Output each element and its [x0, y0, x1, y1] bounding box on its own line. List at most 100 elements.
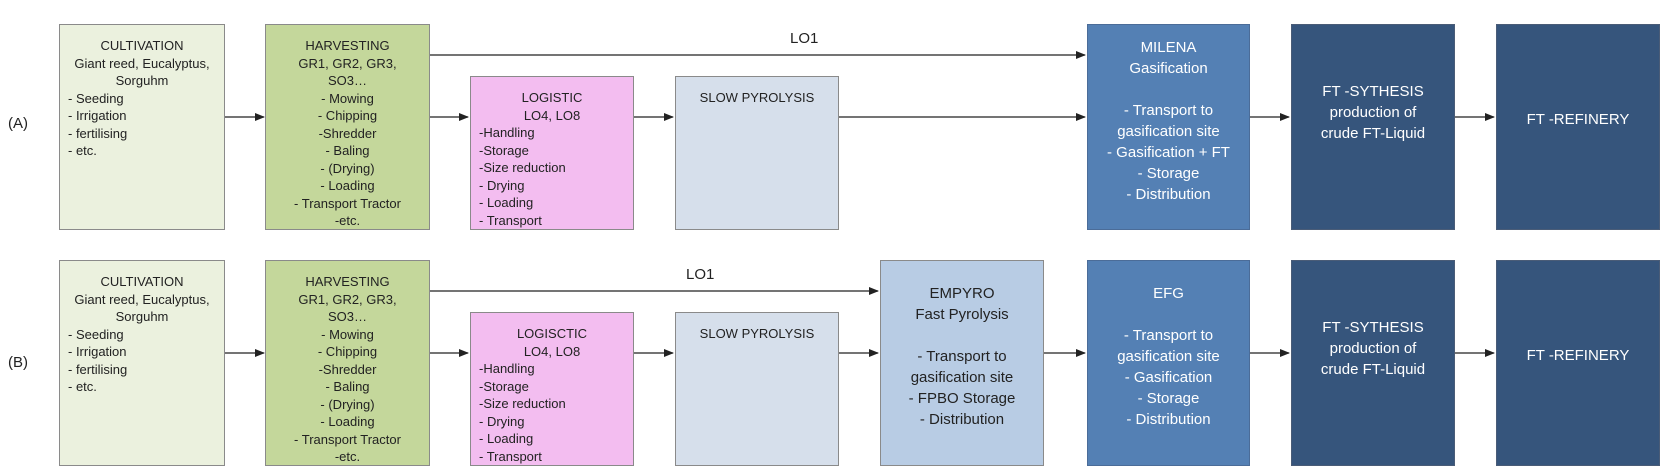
logistic-item: -Size reduction — [479, 396, 566, 411]
logistic-title: LOGISTIC — [521, 90, 583, 105]
logistic-item: - Drying — [479, 177, 525, 193]
fast-pyrolysis-subtitle: Fast Pyrolysis — [915, 306, 1009, 323]
row-b-label: (B) — [8, 354, 28, 371]
harvesting-line: HARVESTING — [305, 38, 390, 53]
harvesting-line: - Baling — [325, 143, 370, 158]
row-b-ft-synthesis-box: FT -SYTHESIS production of crude FT-Liqu… — [1291, 260, 1455, 466]
row-b-cultivation-box: CULTIVATION Giant reed, Eucalyptus, Sorg… — [59, 260, 225, 466]
logistic-item: -Handling — [479, 361, 535, 376]
cultivation-item: - Irrigation — [68, 108, 127, 123]
cultivation-item: - etc. — [68, 143, 97, 158]
harvesting-line: - Transport Tractor — [294, 431, 401, 447]
ft-synthesis-line: production of — [1329, 104, 1417, 121]
fast-pyrolysis-item: gasification site — [910, 369, 1014, 386]
cultivation-item: - Seeding — [68, 326, 124, 342]
cultivation-crops-line: Giant reed, Eucalyptus, — [74, 55, 210, 71]
row-a-bypass-label: LO1 — [790, 30, 819, 47]
gasification-title: MILENA — [1140, 39, 1197, 56]
logistic-item: - Loading — [479, 431, 534, 446]
slow-pyrolysis-title: SLOW PYROLYSIS — [699, 90, 815, 105]
ft-refinery-title: FT -REFINERY — [1526, 111, 1630, 128]
ft-synthesis-line: FT -SYTHESIS — [1322, 319, 1424, 336]
row-b-logistic-box: LOGISCTIC LO4, LO8 -Handling -Storage -S… — [470, 312, 634, 466]
spacer — [1088, 79, 1249, 100]
cultivation-item: - Irrigation — [68, 344, 127, 359]
harvesting-line: -Shredder — [318, 125, 377, 141]
harvesting-line: - Transport Tractor — [294, 195, 401, 211]
cultivation-title: CULTIVATION — [100, 38, 184, 53]
harvesting-line: - Baling — [325, 379, 370, 394]
row-a-label: (A) — [8, 115, 28, 132]
gasification-item: - Distribution — [1126, 411, 1211, 428]
cultivation-crops-line: Sorguhm — [115, 309, 169, 324]
row-b-ft-refinery-box: FT -REFINERY — [1496, 260, 1660, 466]
spacer — [1088, 304, 1249, 325]
gasification-item: - Distribution — [1126, 186, 1211, 203]
harvesting-line: - Mowing — [321, 326, 374, 342]
cultivation-item: - Seeding — [68, 90, 124, 106]
gasification-item: - Transport to — [1123, 327, 1214, 344]
logistic-item: - Drying — [479, 413, 525, 429]
fast-pyrolysis-title: EMPYRO — [929, 285, 995, 302]
harvesting-line: HARVESTING — [305, 274, 390, 289]
row-a-cultivation-box: CULTIVATION Giant reed, Eucalyptus, Sorg… — [59, 24, 225, 230]
logistic-item: - Loading — [479, 195, 534, 210]
row-a-harvesting-box: HARVESTING GR1, GR2, GR3, SO3… - Mowing … — [265, 24, 430, 230]
fast-pyrolysis-item: - Transport to — [917, 348, 1007, 365]
harvesting-line: - (Drying) — [320, 160, 375, 176]
gasification-item: - Storage — [1137, 165, 1200, 182]
logistic-item: -Handling — [479, 125, 535, 140]
logistic-code: LO4, LO8 — [523, 343, 581, 359]
ft-synthesis-line: production of — [1329, 340, 1417, 357]
logistic-item: -Storage — [479, 142, 529, 158]
row-b-harvesting-box: HARVESTING GR1, GR2, GR3, SO3… - Mowing … — [265, 260, 430, 466]
fast-pyrolysis-item: - Distribution — [919, 411, 1005, 428]
fast-pyrolysis-item: - FPBO Storage — [908, 390, 1016, 407]
gasification-item: - Gasification — [1124, 369, 1213, 386]
harvesting-line: SO3… — [327, 309, 367, 324]
gasification-title: EFG — [1153, 285, 1184, 302]
ft-synthesis-line: crude FT-Liquid — [1320, 125, 1426, 142]
logistic-code: LO4, LO8 — [523, 107, 581, 123]
gasification-item: - Storage — [1137, 390, 1200, 407]
logistic-item: - Transport — [479, 448, 542, 464]
row-a-ft-refinery-box: FT -REFINERY — [1496, 24, 1660, 230]
logistic-item: -Size reduction — [479, 160, 566, 175]
cultivation-title: CULTIVATION — [100, 274, 184, 289]
cultivation-item: - fertilising — [68, 125, 128, 141]
spacer — [881, 325, 1043, 346]
harvesting-line: - Chipping — [317, 344, 378, 359]
cultivation-crops-line: Sorguhm — [115, 73, 169, 88]
slow-pyrolysis-title: SLOW PYROLYSIS — [699, 326, 815, 341]
ft-synthesis-line: FT -SYTHESIS — [1322, 83, 1424, 100]
cultivation-item: - etc. — [68, 379, 97, 394]
harvesting-line: -etc. — [334, 449, 361, 464]
logistic-item: - Transport — [479, 212, 542, 228]
gasification-item: gasification site — [1117, 123, 1220, 140]
row-a-slow-pyrolysis-box: SLOW PYROLYSIS — [675, 76, 839, 230]
row-a-ft-synthesis-box: FT -SYTHESIS production of crude FT-Liqu… — [1291, 24, 1455, 230]
harvesting-line: - Loading — [320, 178, 375, 193]
harvesting-line: GR1, GR2, GR3, — [298, 291, 397, 307]
harvesting-line: - Chipping — [317, 108, 378, 123]
row-a-gasification-box: MILENA Gasification - Transport to gasif… — [1087, 24, 1250, 230]
row-b-bypass-label: LO1 — [686, 266, 715, 283]
cultivation-item: - fertilising — [68, 361, 128, 377]
harvesting-line: - Mowing — [321, 90, 374, 106]
harvesting-line: GR1, GR2, GR3, — [298, 55, 397, 71]
ft-refinery-title: FT -REFINERY — [1526, 347, 1630, 364]
row-b-gasification-box: EFG - Transport to gasification site - G… — [1087, 260, 1250, 466]
row-b-slow-pyrolysis-box: SLOW PYROLYSIS — [675, 312, 839, 466]
cultivation-crops-line: Giant reed, Eucalyptus, — [74, 291, 210, 307]
harvesting-line: -etc. — [334, 213, 361, 228]
harvesting-line: -Shredder — [318, 361, 377, 377]
logistic-title: LOGISCTIC — [516, 326, 588, 341]
logistic-item: -Storage — [479, 378, 529, 394]
ft-synthesis-line: crude FT-Liquid — [1320, 361, 1426, 378]
gasification-subtitle: Gasification — [1129, 60, 1208, 77]
harvesting-line: - (Drying) — [320, 396, 375, 412]
gasification-item: gasification site — [1117, 348, 1220, 365]
row-a-logistic-box: LOGISTIC LO4, LO8 -Handling -Storage -Si… — [470, 76, 634, 230]
row-b-fast-pyrolysis-box: EMPYRO Fast Pyrolysis - Transport to gas… — [880, 260, 1044, 466]
